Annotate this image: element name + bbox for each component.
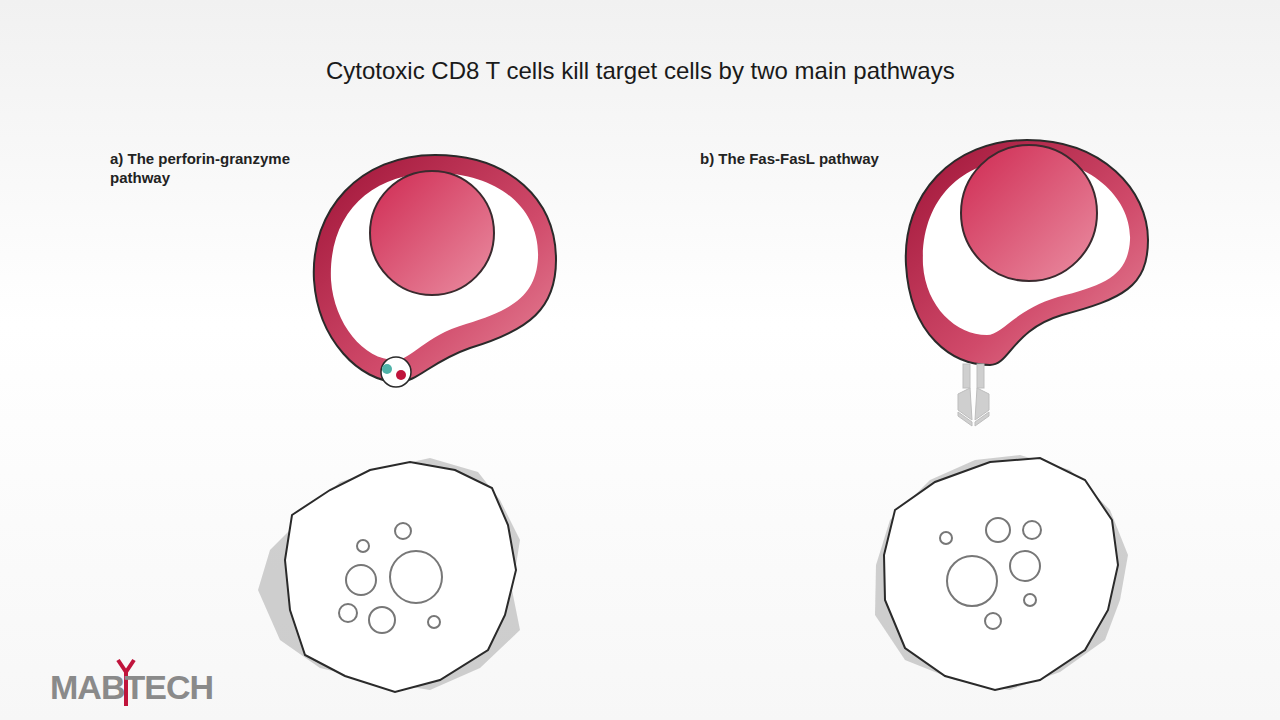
diagram-title: Cytotoxic CD8 T cells kill target cells … [326,57,955,85]
t-cell [906,140,1148,365]
target-cell [258,458,520,692]
fas-fasl [958,364,989,426]
panel-label: b) The Fas-FasL pathway [700,149,879,168]
t-cell [314,155,556,387]
target-cell [875,455,1128,690]
panel-label: a) The perforin-granzyme pathway [110,149,325,187]
logo-watermark: MABTECH [50,668,213,707]
